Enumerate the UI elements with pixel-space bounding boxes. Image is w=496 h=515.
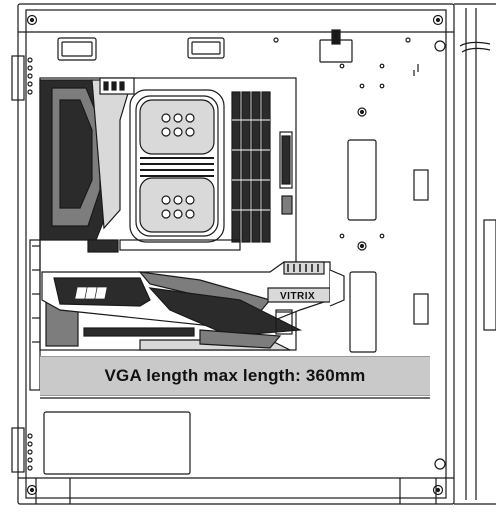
expansion-slots	[29, 239, 41, 391]
rear-brackets	[11, 55, 33, 473]
vga-length-caption: VGA length max length: 360mm	[40, 356, 430, 396]
top-cutouts	[57, 29, 411, 63]
corner-screws	[26, 14, 446, 496]
front-panel	[454, 3, 496, 505]
caption-text: VGA length max length: 360mm	[104, 366, 366, 385]
mounting-plate	[339, 63, 429, 353]
gpu-logo: VITRIX	[280, 291, 315, 302]
psu-shroud	[40, 397, 430, 504]
ram-slots	[231, 91, 271, 243]
graphics-card: VITRIX	[41, 261, 345, 349]
